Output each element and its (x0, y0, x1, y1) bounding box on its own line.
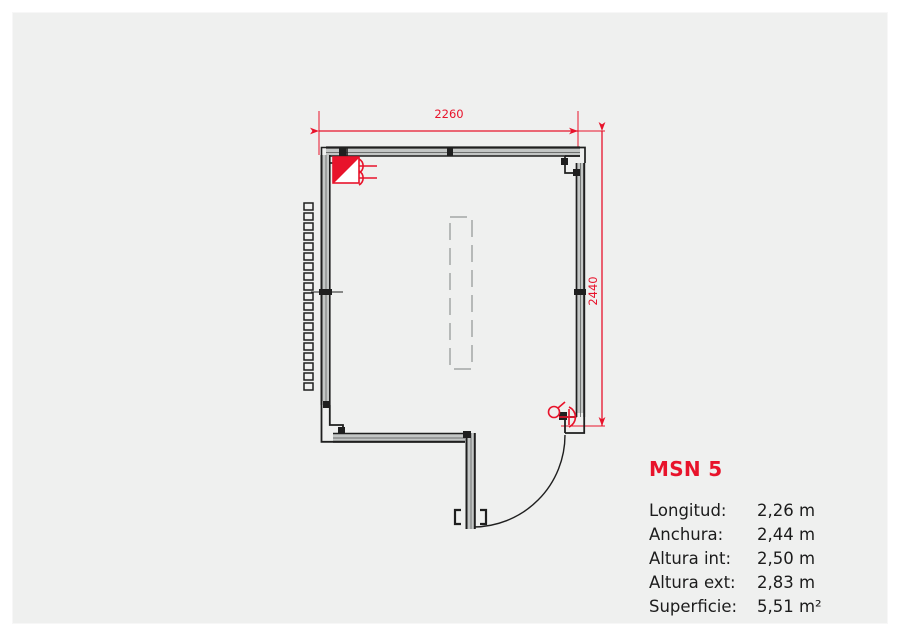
ceiling-beam-outline (449, 216, 473, 370)
dimension-label-depth: 2440 (586, 276, 600, 305)
spec-row-longitud: Longitud: 2,26 m (649, 499, 899, 523)
spec-label-longitud: Longitud: (649, 501, 727, 520)
spec-value-altura-ext: 2,83 m (757, 573, 816, 592)
spec-value-longitud: 2,26 m (757, 501, 816, 520)
spec-row-altura-int: Altura int: 2,50 m (649, 547, 899, 571)
door-swing-arc (472, 434, 566, 528)
spec-row-altura-ext: Altura ext: 2,83 m (649, 571, 899, 595)
light-switch-symbol (547, 401, 577, 428)
floor-plan-drawing: 2260 2440 (303, 107, 606, 529)
door-handle (453, 508, 488, 526)
louvre-window-detail (303, 202, 314, 391)
wall-assembly (311, 146, 586, 443)
socket-outlet-symbol (332, 156, 377, 186)
dimension-label-width: 2260 (434, 107, 463, 121)
specification-block: MSN 5 Longitud: 2,26 m Anchura: 2,44 m A… (649, 459, 899, 619)
door-assembly (453, 431, 566, 529)
spec-row-superficie: Superficie: 5,51 m² (649, 595, 899, 619)
spec-label-superficie: Superficie: (649, 597, 738, 616)
spec-label-altura-int: Altura int: (649, 549, 732, 568)
spec-label-anchura: Anchura: (649, 525, 724, 544)
model-title: MSN 5 (649, 457, 723, 481)
dimension-lines (310, 111, 606, 427)
spec-value-anchura: 2,44 m (757, 525, 816, 544)
drawing-panel: 2260 2440 (12, 12, 888, 624)
spec-value-altura-int: 2,50 m (757, 549, 816, 568)
spec-row-anchura: Anchura: 2,44 m (649, 523, 899, 547)
spec-value-superficie: 5,51 m² (757, 597, 822, 616)
spec-label-altura-ext: Altura ext: (649, 573, 736, 592)
